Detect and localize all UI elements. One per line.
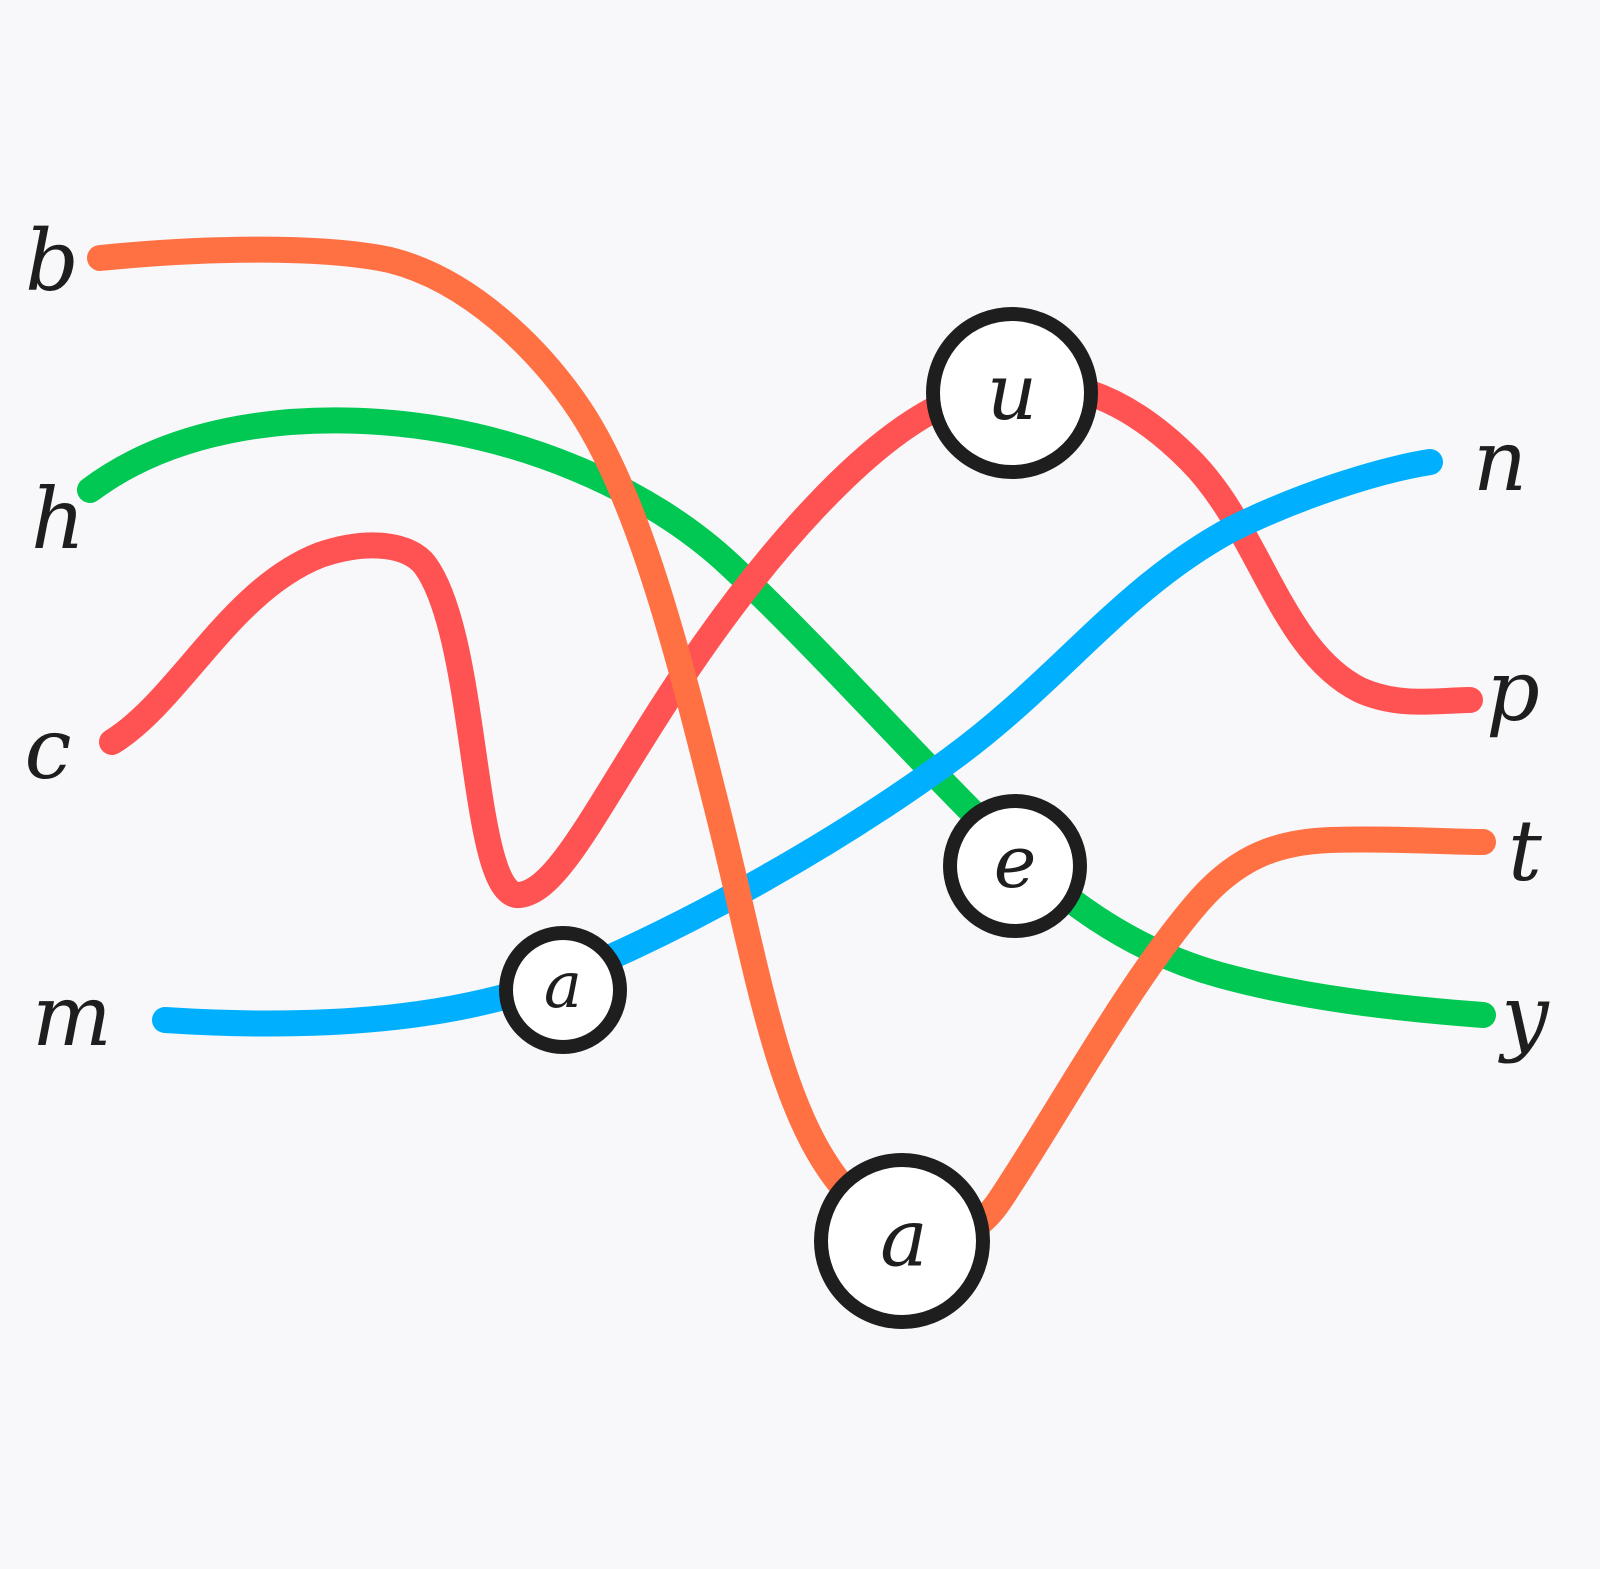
- connections: [77, 236, 1496, 1253]
- label-c: c: [24, 700, 71, 798]
- node-u-label: u: [987, 348, 1037, 438]
- nodes: u e a a: [499, 307, 1098, 1329]
- curve-m-to-n: [152, 449, 1443, 1037]
- node-a1-label: a: [544, 949, 582, 1023]
- label-b: b: [25, 212, 79, 310]
- label-y: y: [1497, 967, 1550, 1065]
- label-p: p: [1486, 642, 1540, 740]
- node-a1: a: [499, 926, 627, 1054]
- label-t: t: [1508, 802, 1542, 900]
- label-m: m: [32, 967, 112, 1065]
- left-labels: b h c m: [24, 212, 111, 1065]
- right-labels: n p t y: [1473, 412, 1550, 1065]
- node-a2-label: a: [880, 1192, 928, 1285]
- label-h: h: [31, 470, 85, 568]
- node-a2: a: [814, 1153, 990, 1329]
- label-n: n: [1473, 412, 1527, 510]
- curve-h-to-y: [77, 407, 1496, 1028]
- node-u: u: [926, 307, 1098, 479]
- node-e-label: e: [994, 820, 1037, 904]
- curve-b-to-t: [87, 236, 1496, 1253]
- node-e: e: [943, 794, 1087, 938]
